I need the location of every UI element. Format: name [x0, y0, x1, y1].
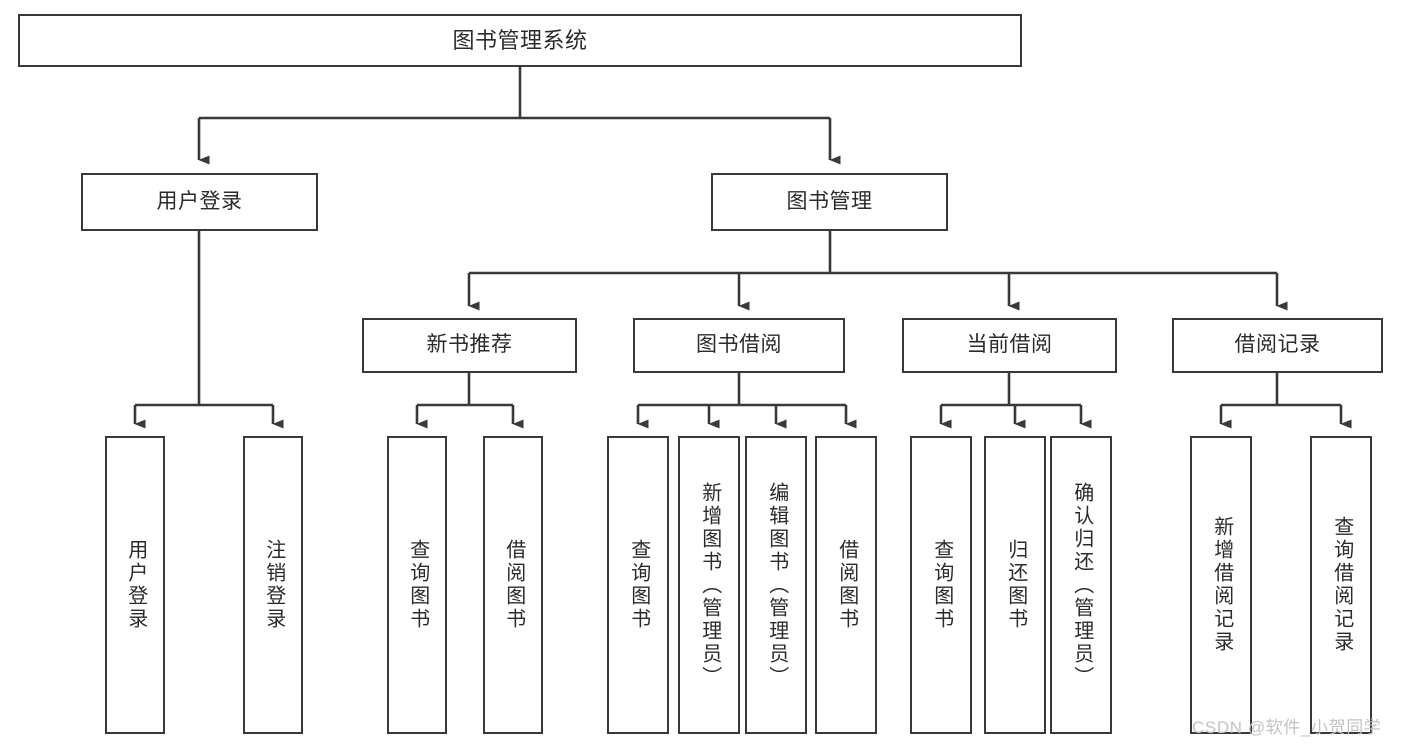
node-current-borrow[interactable]: 当前借阅 [902, 318, 1117, 373]
node-leaf-query-book-1-label: 查询图书 [406, 539, 429, 631]
node-leaf-borrow-book-1[interactable]: 借阅图书 [483, 436, 543, 734]
node-book-borrow[interactable]: 图书借阅 [633, 318, 845, 373]
node-borrow-record-label: 借阅记录 [1234, 333, 1321, 357]
node-leaf-confirm-return[interactable]: 确认归还（管理员） [1050, 436, 1112, 734]
node-leaf-query-book-3[interactable]: 查询图书 [910, 436, 972, 734]
node-leaf-query-book-3-label: 查询图书 [930, 539, 953, 631]
node-leaf-borrow-book-1-label: 借阅图书 [502, 539, 525, 631]
node-leaf-query-book-2-label: 查询图书 [627, 539, 650, 631]
node-root[interactable]: 图书管理系统 [18, 14, 1022, 67]
node-book-manage-label: 图书管理 [786, 189, 873, 213]
node-leaf-query-book-1[interactable]: 查询图书 [387, 436, 447, 734]
node-leaf-borrow-book-2-label: 借阅图书 [835, 539, 858, 631]
node-leaf-edit-book[interactable]: 编辑图书（管理员） [745, 436, 807, 734]
node-borrow-record[interactable]: 借阅记录 [1172, 318, 1383, 373]
node-leaf-add-book-label: 新增图书（管理员） [698, 481, 721, 689]
node-leaf-logout[interactable]: 注销登录 [243, 436, 303, 734]
node-book-borrow-label: 图书借阅 [696, 333, 782, 357]
node-leaf-add-record[interactable]: 新增借阅记录 [1190, 436, 1252, 734]
node-root-label: 图书管理系统 [452, 27, 588, 53]
node-leaf-user-login-label: 用户登录 [124, 539, 147, 631]
node-leaf-query-record-label: 查询借阅记录 [1330, 516, 1353, 654]
node-leaf-add-book[interactable]: 新增图书（管理员） [678, 436, 740, 734]
node-leaf-query-record[interactable]: 查询借阅记录 [1310, 436, 1372, 734]
node-current-borrow-label: 当前借阅 [966, 333, 1053, 357]
node-new-book-recommend-label: 新书推荐 [426, 333, 513, 357]
node-book-manage[interactable]: 图书管理 [711, 173, 948, 231]
node-leaf-query-book-2[interactable]: 查询图书 [607, 436, 669, 734]
node-leaf-confirm-return-label: 确认归还（管理员） [1070, 481, 1093, 689]
node-leaf-logout-label: 注销登录 [262, 539, 285, 631]
node-user-login[interactable]: 用户登录 [81, 173, 318, 231]
node-new-book-recommend[interactable]: 新书推荐 [362, 318, 577, 373]
node-leaf-return-book-label: 归还图书 [1004, 539, 1027, 631]
node-leaf-borrow-book-2[interactable]: 借阅图书 [815, 436, 877, 734]
node-leaf-edit-book-label: 编辑图书（管理员） [765, 481, 788, 689]
node-user-login-label: 用户登录 [156, 189, 243, 213]
node-leaf-user-login[interactable]: 用户登录 [105, 436, 165, 734]
node-leaf-add-record-label: 新增借阅记录 [1210, 516, 1233, 654]
csdn-watermark: CSDN @软件_小贺同学 [1192, 718, 1382, 737]
node-leaf-return-book[interactable]: 归还图书 [984, 436, 1046, 734]
